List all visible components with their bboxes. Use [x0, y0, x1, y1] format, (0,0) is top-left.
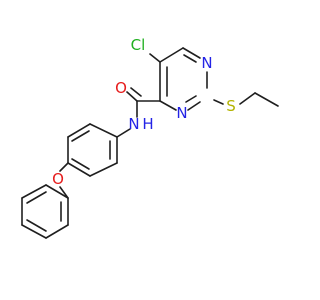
bond-c6-n1 [182, 47, 201, 59]
bond-ar-o [59, 162, 69, 172]
bond-ar4 [67, 162, 91, 177]
bond-ch2-ch3 [254, 92, 279, 107]
bond-s-ch2 [239, 92, 256, 105]
bond-ar1 [89, 123, 118, 138]
bond-c5-c6 [159, 47, 184, 63]
bond-n3-c4 [159, 100, 177, 111]
bond-ph5 [21, 184, 47, 199]
bond-n-aryl [116, 128, 131, 138]
bond-c2-s [213, 99, 224, 105]
bond-ph3-inner [26, 219, 47, 232]
phenylene-ring [67, 123, 118, 177]
bond-c2-n3-inner [185, 95, 197, 103]
ethylthio-group [213, 92, 279, 107]
bond-ph6 [45, 184, 69, 199]
bond-camide-o-double [130, 87, 142, 97]
carbonyl-oxygen-label: O [115, 79, 127, 97]
bond-ph2 [45, 224, 69, 239]
bond-o-ph [59, 186, 69, 199]
nitrogen-label-ring-3: N [176, 104, 187, 122]
amide-nitrogen-label: N [128, 115, 139, 133]
phenyl-ring [21, 184, 69, 239]
bond-ar2-inner [71, 130, 90, 142]
bond-ph5-inner [26, 191, 47, 204]
bond-ar4-inner [71, 158, 90, 170]
amide-hydrogen-label: H [142, 115, 153, 133]
bond-ar2 [67, 123, 91, 138]
molecule-diagram: Cl N N S O N H O [21, 36, 279, 239]
nitrogen-label-ring-1: N [201, 54, 212, 72]
pyrimidine-ring [159, 47, 208, 111]
ether-oxygen-label: O [52, 170, 64, 188]
bond-c6-n1-inner [183, 54, 197, 63]
chlorine-label: Cl [131, 36, 146, 54]
sulfur-label: S [226, 97, 236, 115]
amide-group [116, 87, 161, 138]
bond-c5-cl [149, 53, 161, 63]
bond-ph3 [21, 224, 47, 239]
bond-c2-n3 [187, 101, 201, 111]
bond-camide-o [126, 91, 138, 102]
bond-ar5 [89, 162, 118, 177]
